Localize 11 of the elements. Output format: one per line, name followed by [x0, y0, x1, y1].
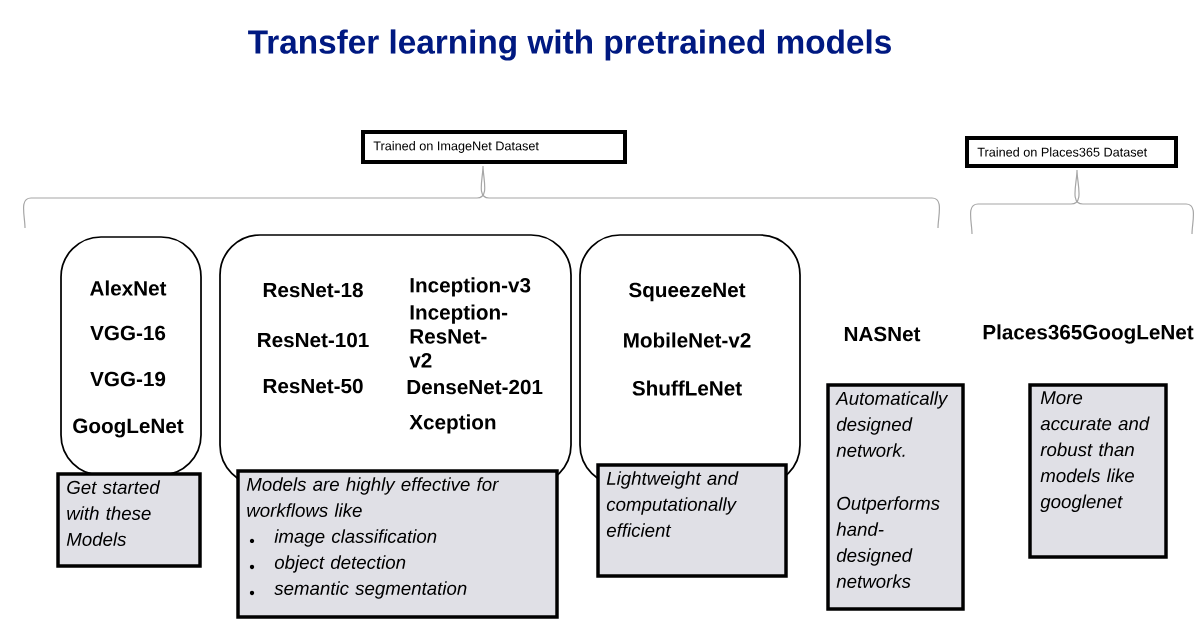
dataset-label-box: Trained on ImageNet Dataset	[361, 130, 627, 164]
description-box: Automatically designed network. Outperforms hand-designed networks	[826, 383, 965, 611]
dataset-label-box: Trained on Places365 Dataset	[965, 136, 1178, 168]
model-name: NASNet	[844, 326, 921, 342]
description-box: Lightweight and computationally efficient	[596, 463, 788, 578]
title: Transfer learning with pretrained models	[248, 29, 891, 61]
description-box: More accurate and robust than models like googlenet	[1028, 383, 1168, 559]
model-name: Places365GoogLeNet	[983, 324, 1194, 344]
description-box: Models are highly effective for workflows like image classification object detection semantic segmentation	[236, 469, 559, 619]
description-box: Get started with these Models	[56, 472, 202, 568]
model-group-box: AlexNet VGG-16 VGG-19 GoogLeNet	[60, 236, 202, 476]
